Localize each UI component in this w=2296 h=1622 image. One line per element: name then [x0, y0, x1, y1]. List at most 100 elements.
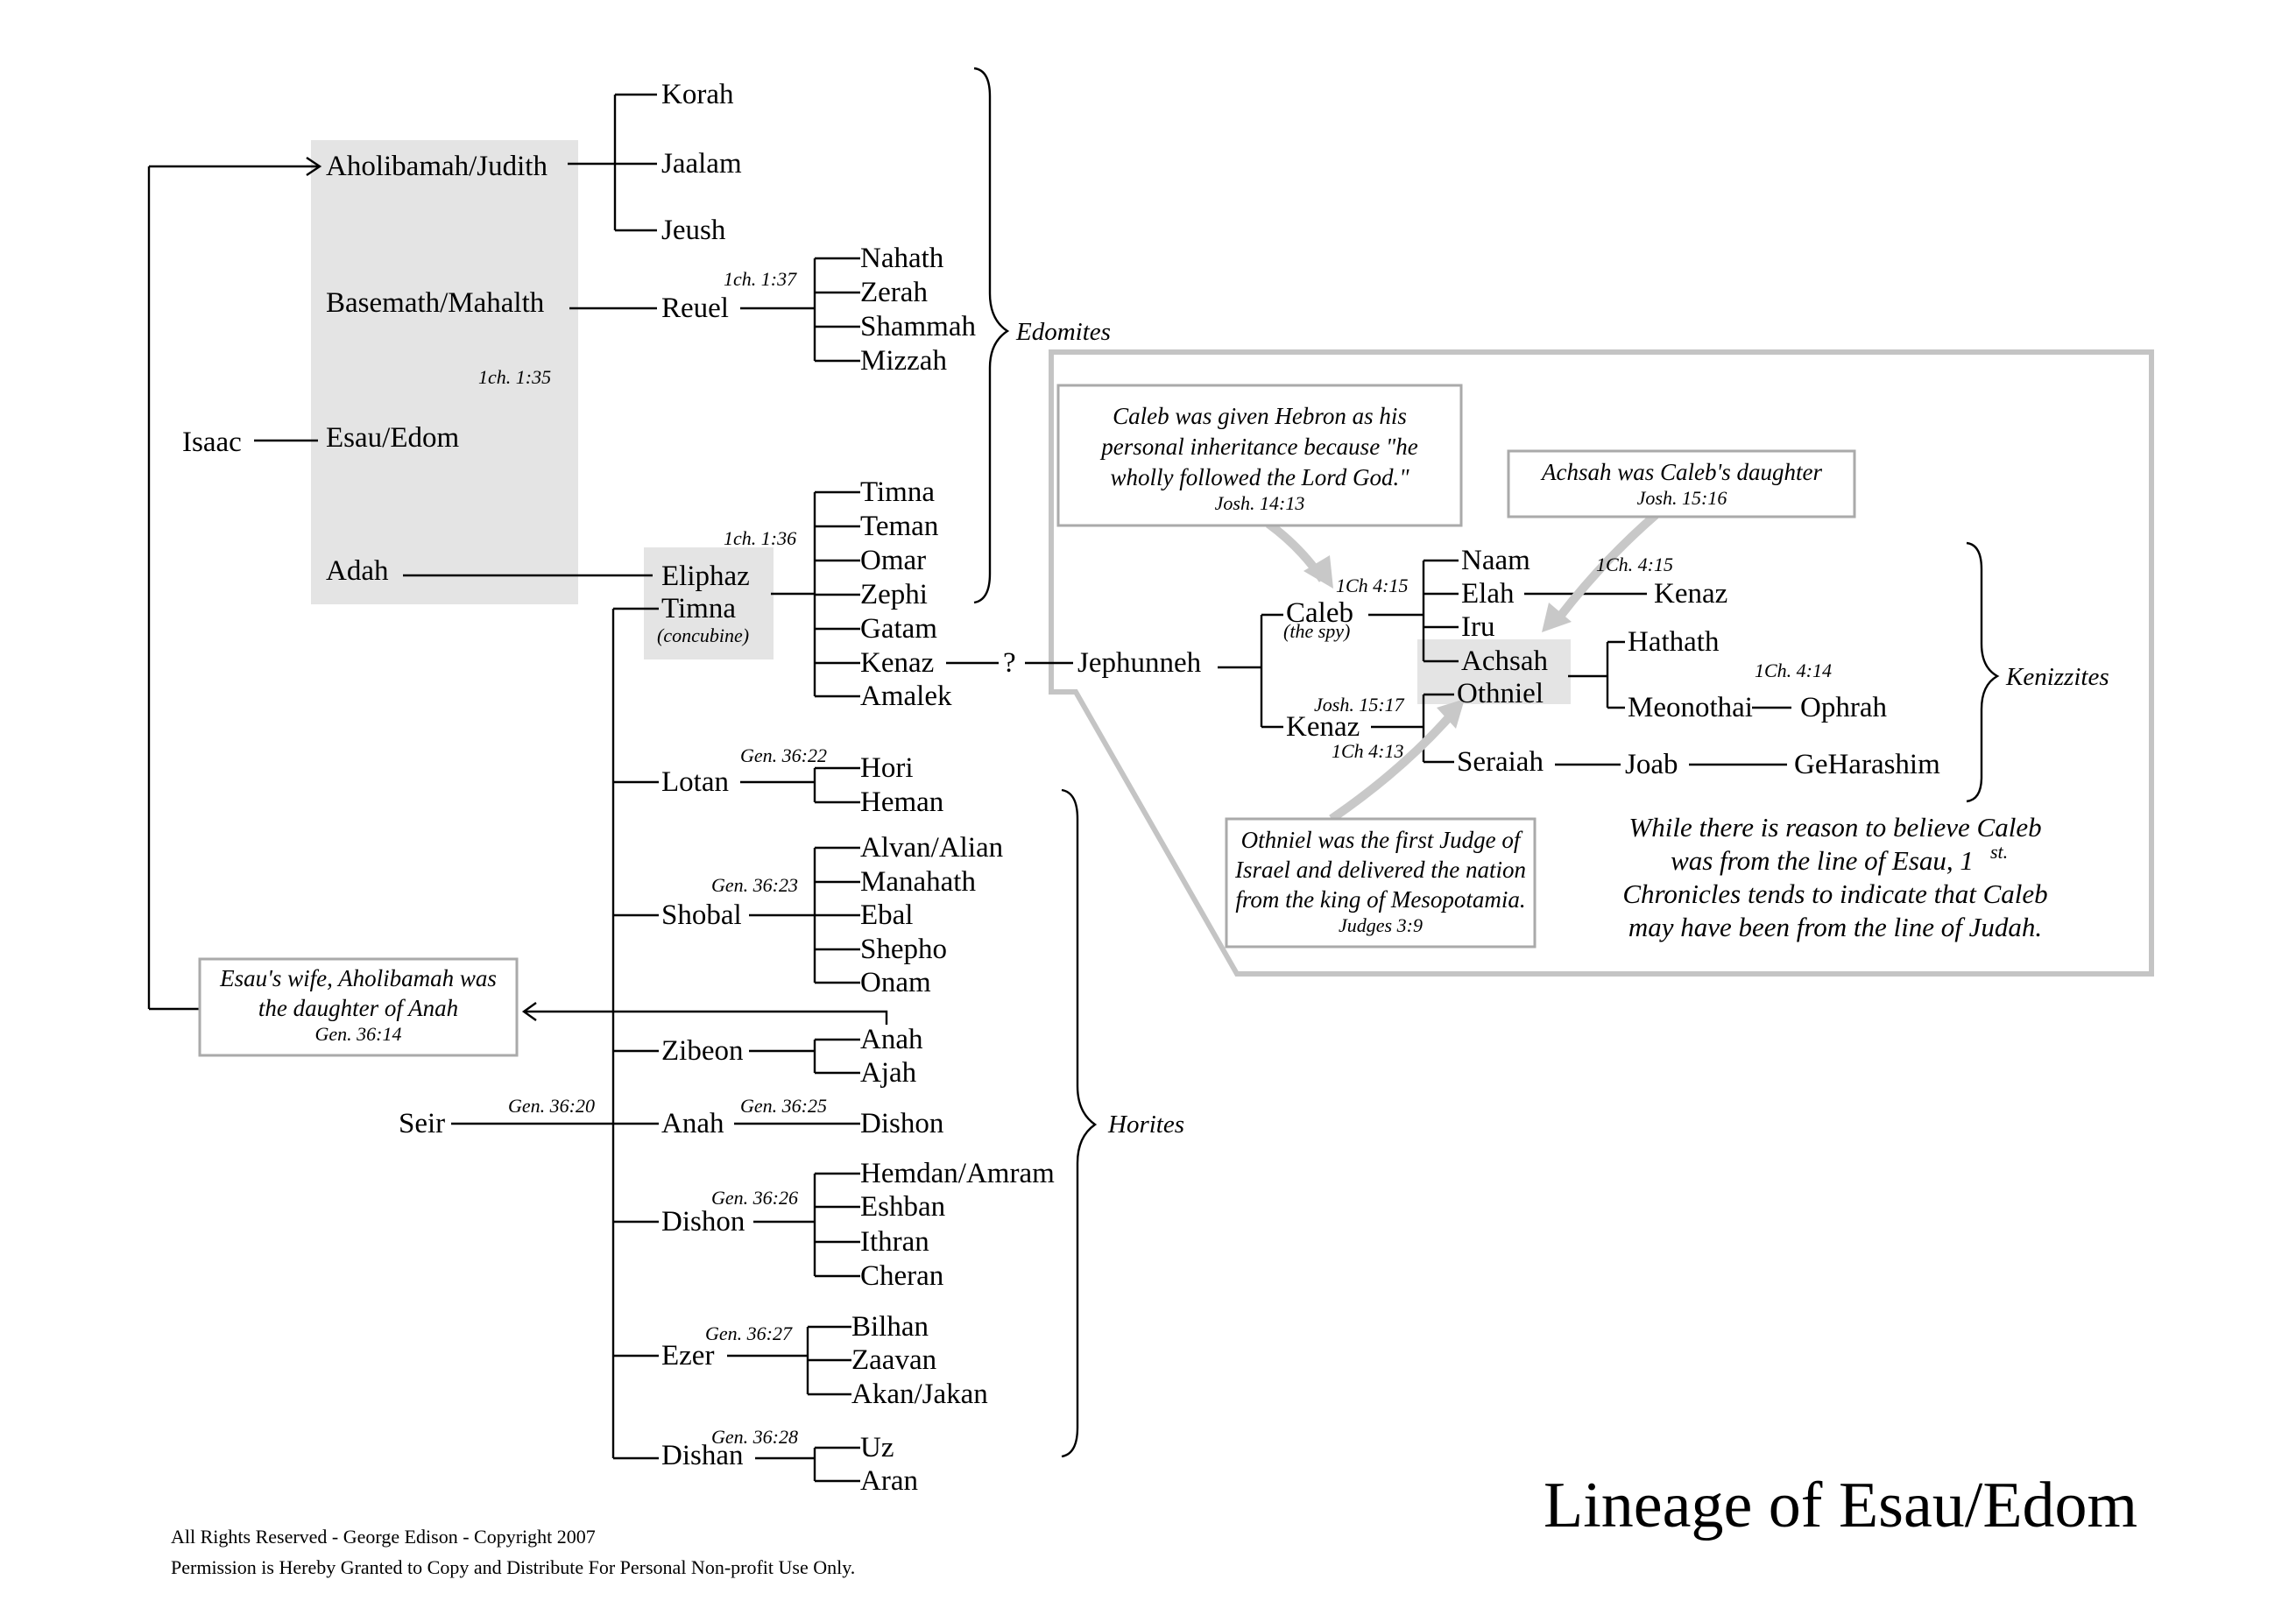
person-zephi: Zephi	[860, 579, 928, 610]
connector-lines	[147, 93, 1791, 1483]
person-onam: Onam	[860, 967, 931, 998]
copyright-line: All Rights Reserved - George Edison - Co…	[171, 1526, 596, 1548]
achsah-note-line: Achsah was Caleb's daughter	[1540, 459, 1823, 485]
person-othniel: Othniel	[1457, 678, 1544, 709]
person-amalek: Amalek	[860, 681, 952, 712]
person-dishon-anah-son: Dishon	[860, 1108, 943, 1139]
person-iru: Iru	[1461, 611, 1494, 643]
person-bilhan: Bilhan	[851, 1311, 929, 1343]
person-ithran: Ithran	[860, 1226, 929, 1258]
person-dishon: Dishon	[661, 1206, 745, 1238]
othniel-note-arrow	[1329, 713, 1453, 823]
othniel-note-line: from the king of Mesopotamia.	[1235, 886, 1525, 913]
page-title: Lineage of Esau/Edom	[1544, 1470, 2137, 1541]
person-esau: Esau/Edom	[326, 422, 459, 454]
ref-1ch-4-14: 1Ch. 4:14	[1755, 659, 1832, 681]
person-mizzah: Mizzah	[860, 345, 947, 377]
ref-1ch-4-15-b: 1Ch. 4:15	[1596, 554, 1673, 575]
person-caleb: Caleb	[1286, 597, 1353, 629]
ref-1ch-1-37: 1ch. 1:37	[724, 268, 797, 290]
caleb-note-line: personal inheritance because "he	[1099, 434, 1418, 460]
person-zibeon: Zibeon	[661, 1035, 743, 1067]
aholibamah-note-box	[198, 957, 519, 1057]
person-ebal: Ebal	[860, 899, 913, 931]
person-alvan: Alvan/Alian	[860, 832, 1003, 864]
caleb-note-line: Caleb was given Hebron as his	[1113, 403, 1407, 429]
person-elah: Elah	[1461, 578, 1515, 610]
aholibamah-note-ref: Gen. 36:14	[315, 1023, 402, 1045]
person-gatam: Gatam	[860, 613, 937, 645]
aholibamah-note-line: Esau's wife, Aholibamah was	[219, 965, 497, 991]
ref-josh-15-17: Josh. 15:17	[1314, 694, 1405, 716]
othniel-note-line: Israel and delivered the nation	[1234, 857, 1526, 883]
caleb-note-arrowhead	[1303, 555, 1333, 589]
caleb-lineage-line: may have been from the line of Judah.	[1628, 912, 2042, 942]
person-ezer: Ezer	[661, 1340, 714, 1372]
ref-1ch-4-13: 1Ch 4:13	[1332, 740, 1404, 762]
ref-gen-36-23: Gen. 36:23	[711, 874, 798, 896]
person-omar: Omar	[860, 545, 926, 576]
person-kenaz-elah-son: Kenaz	[1654, 578, 1727, 610]
kenizzite-callout-frame	[1049, 349, 2154, 977]
achsah-note-arrowhead	[1542, 603, 1572, 632]
person-heman: Heman	[860, 786, 943, 818]
person-timna: Timna	[661, 593, 736, 624]
person-aholibamah: Aholibamah/Judith	[326, 151, 548, 182]
person-shepho: Shepho	[860, 934, 947, 965]
aholibamah-note-line: the daughter of Anah	[258, 995, 458, 1021]
caleb-lineage-line: Chronicles tends to indicate that Caleb	[1622, 878, 2047, 909]
person-eliphaz: Eliphaz	[661, 561, 750, 592]
person-achsah: Achsah	[1461, 645, 1548, 677]
horites-brace	[1061, 788, 1098, 1458]
person-zerah: Zerah	[860, 277, 928, 308]
ref-1ch-4-15-a: 1Ch 4:15	[1336, 575, 1409, 596]
person-aran: Aran	[860, 1465, 918, 1497]
person-cheran: Cheran	[860, 1260, 943, 1292]
timna-concubine-note: (concubine)	[657, 624, 749, 646]
person-seraiah: Seraiah	[1457, 746, 1544, 778]
ref-gen-36-25: Gen. 36:25	[740, 1095, 827, 1117]
person-jaalam: Jaalam	[661, 148, 742, 180]
unknown-link: ?	[1003, 647, 1016, 679]
kenizzites-brace	[1966, 541, 2000, 803]
person-nahath: Nahath	[860, 243, 944, 274]
person-hemdan: Hemdan/Amram	[860, 1158, 1055, 1189]
caleb-spy-note: (the spy)	[1283, 620, 1350, 642]
person-kenaz-son: Kenaz	[1286, 711, 1360, 743]
group-label-kenizzites: Kenizzites	[2005, 663, 2109, 691]
person-shobal: Shobal	[661, 899, 742, 931]
group-label-horites: Horites	[1107, 1111, 1184, 1139]
person-ophrah: Ophrah	[1800, 692, 1887, 723]
person-jephunneh: Jephunneh	[1077, 647, 1202, 679]
ref-1ch-1-36: 1ch. 1:36	[724, 527, 796, 549]
caleb-note-ref: Josh. 14:13	[1215, 492, 1305, 514]
ref-gen-36-22: Gen. 36:22	[740, 744, 827, 766]
achsah-othniel-box	[1417, 639, 1571, 704]
person-teman: Teman	[860, 511, 938, 542]
caleb-lineage-note: While there is reason to believe Caleb w…	[1622, 812, 2047, 942]
achsah-note-ref: Josh. 15:16	[1637, 487, 1727, 509]
caleb-note-box	[1056, 384, 1463, 527]
othniel-note-line: Othniel was the first Judge of	[1241, 827, 1523, 853]
person-shammah: Shammah	[860, 311, 976, 342]
person-eshban: Eshban	[860, 1191, 945, 1223]
ref-gen-36-20: Gen. 36:20	[508, 1095, 595, 1117]
ref-gen-36-26: Gen. 36:26	[711, 1187, 798, 1209]
caleb-lineage-superscript: st.	[1990, 841, 2008, 863]
caleb-lineage-line: While there is reason to believe Caleb	[1628, 812, 2041, 843]
caleb-lineage-line: was from the line of Esau, 1	[1671, 845, 1974, 876]
aholibamah-note: Esau's wife, Aholibamah was the daughter…	[219, 965, 497, 1045]
person-isaac: Isaac	[182, 427, 242, 458]
edomites-brace	[973, 67, 1010, 604]
person-anah-seir-son: Anah	[661, 1108, 724, 1139]
person-meonothai: Meonothai	[1628, 692, 1753, 723]
ref-gen-36-28: Gen. 36:28	[711, 1426, 798, 1448]
person-uz: Uz	[860, 1432, 894, 1463]
othniel-note: Othniel was the first Judge of Israel an…	[1234, 827, 1526, 936]
person-korah: Korah	[661, 79, 734, 110]
person-lotan: Lotan	[661, 766, 729, 798]
esau-wives-box	[311, 140, 578, 604]
person-reuel: Reuel	[661, 293, 729, 324]
person-hathath: Hathath	[1628, 626, 1720, 658]
person-basemath: Basemath/Mahalth	[326, 287, 545, 319]
